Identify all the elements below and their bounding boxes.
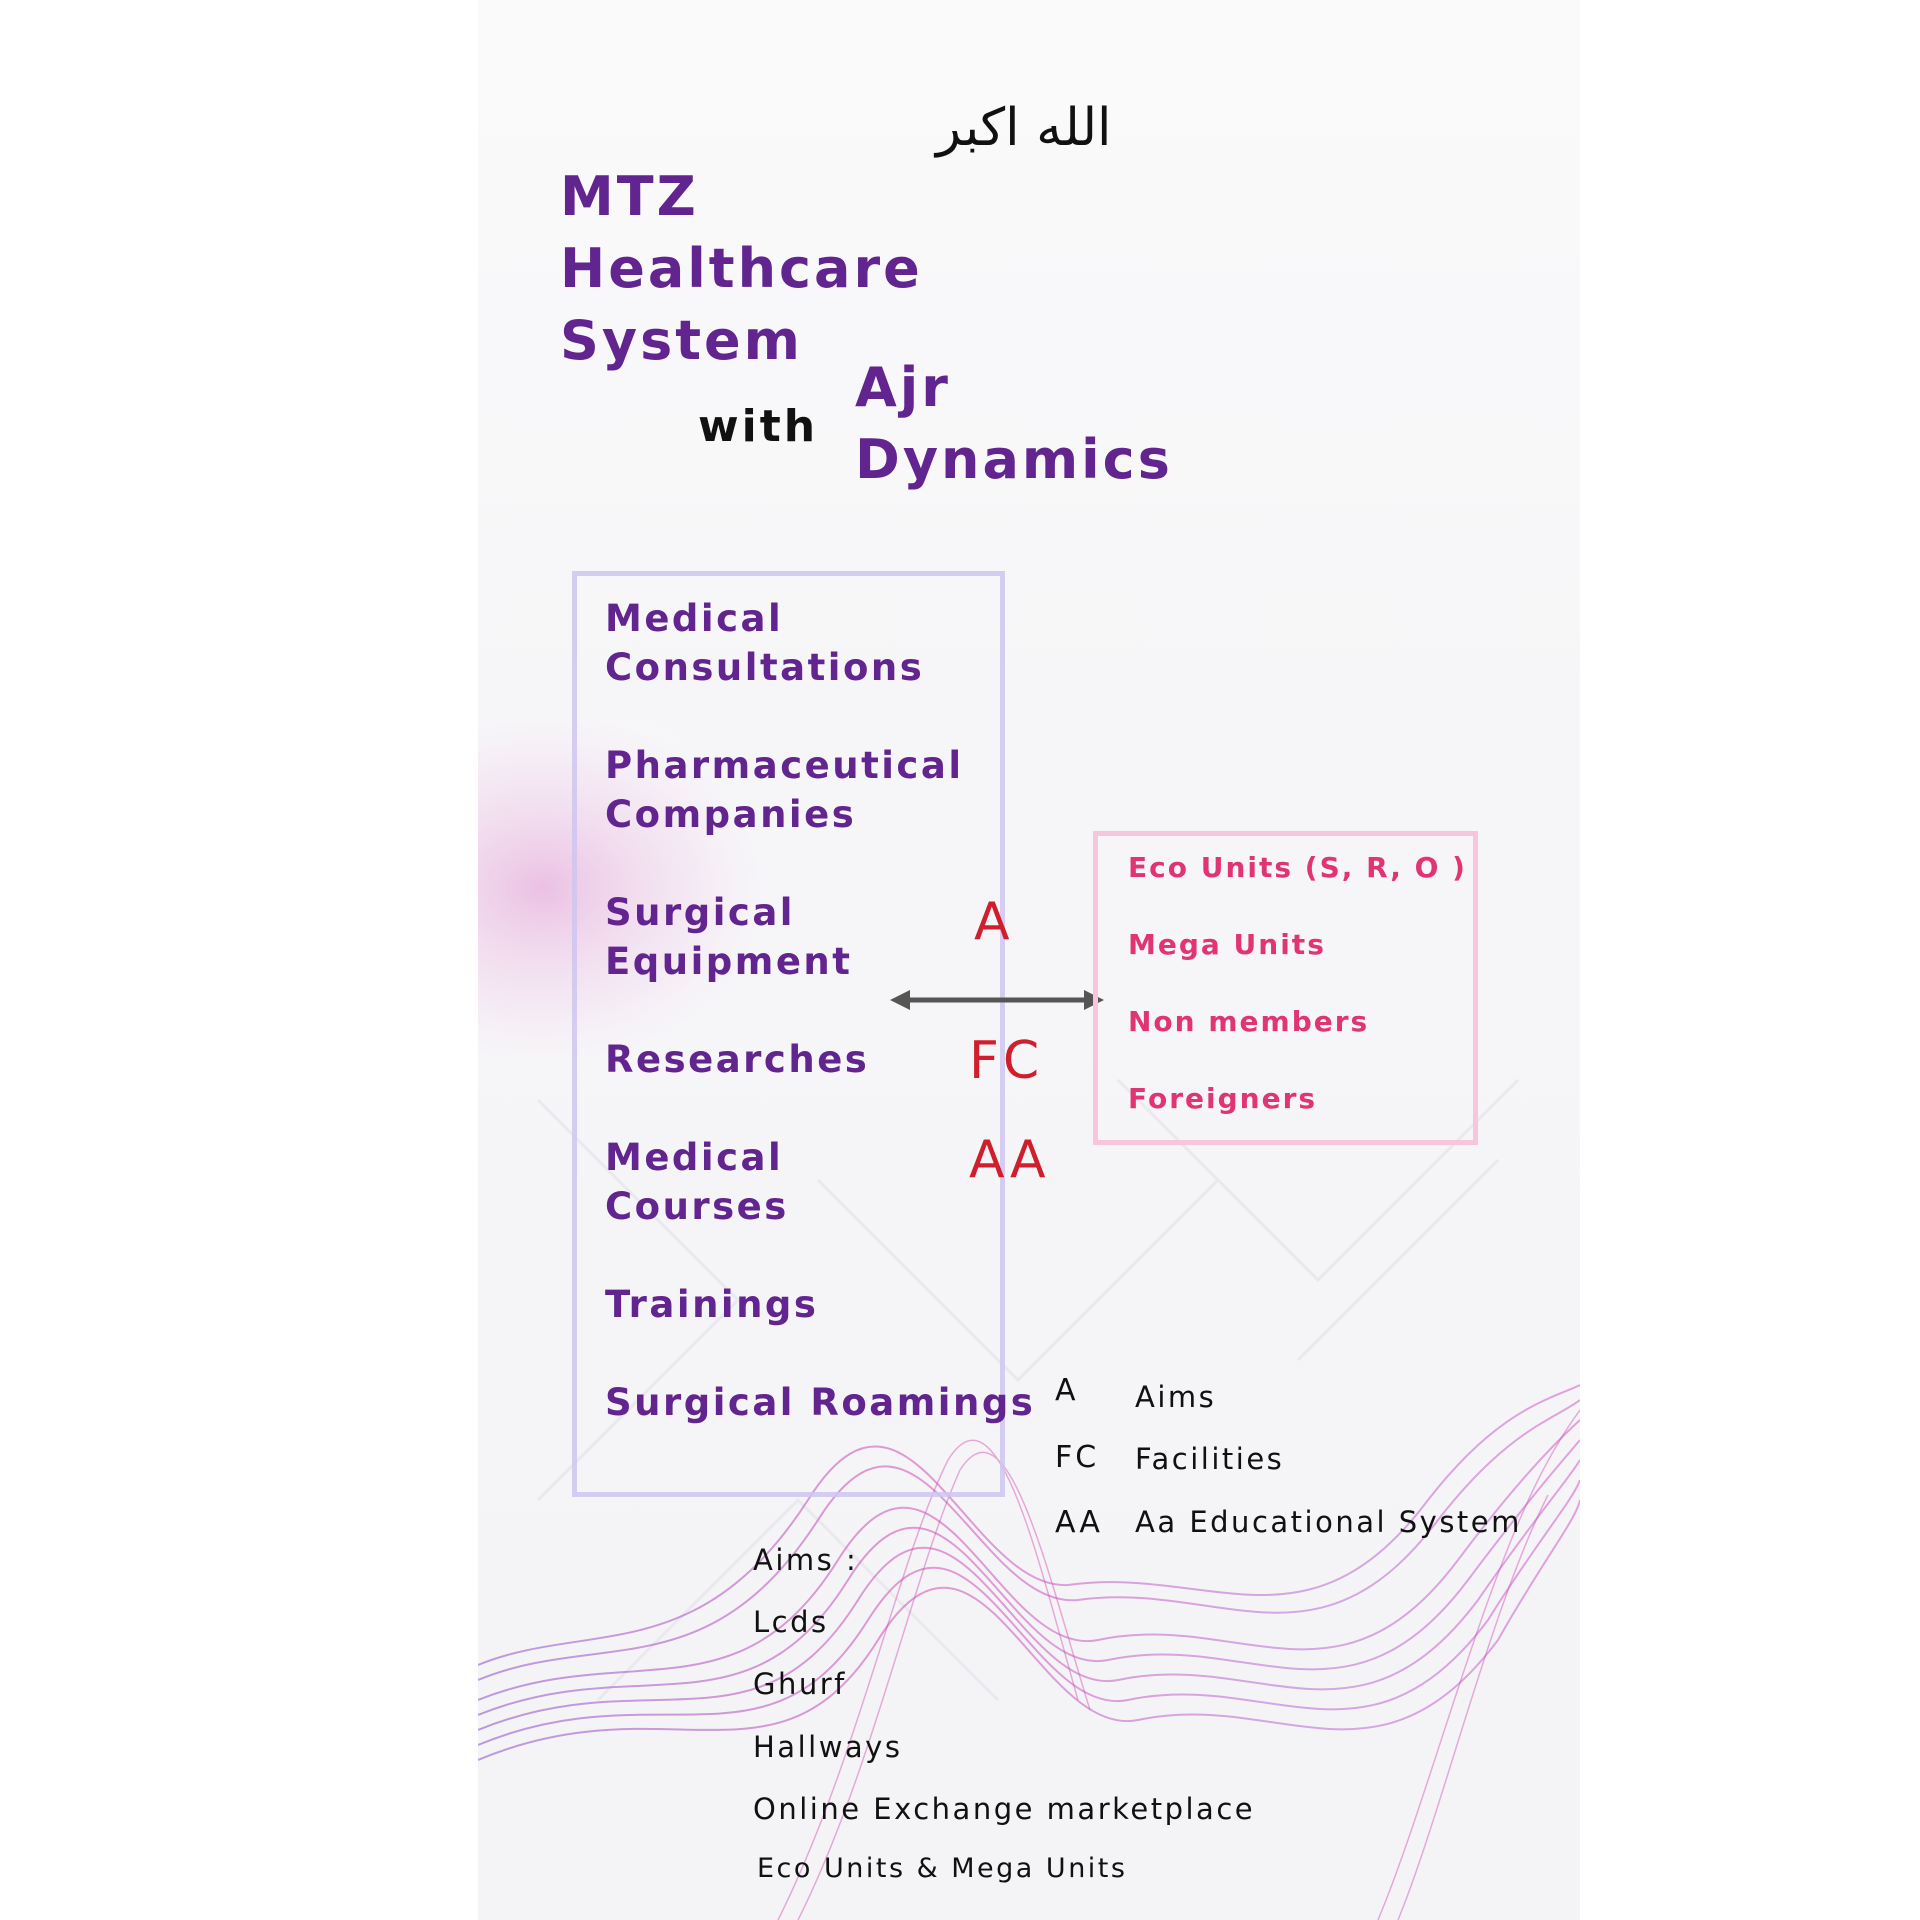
- units-box: Eco Units (S, R, O ) Mega Units Non memb…: [1093, 831, 1478, 1145]
- service-line: Surgical: [605, 891, 795, 934]
- service-line: Trainings: [605, 1283, 819, 1326]
- aims-heading: Aims :: [753, 1543, 859, 1577]
- aims-item: Hallways: [753, 1730, 903, 1764]
- aims-item: Lcds: [753, 1605, 829, 1639]
- title-line-2: Healthcare: [560, 237, 923, 300]
- unit-item: Mega Units: [1128, 928, 1326, 961]
- aims-item: Ghurf: [753, 1667, 847, 1701]
- unit-item: Foreigners: [1128, 1082, 1318, 1115]
- legend-value: Facilities: [1135, 1442, 1285, 1476]
- legend-key: FC: [1055, 1440, 1100, 1475]
- service-line: Medical: [605, 1136, 784, 1179]
- subtitle-line-2: Dynamics: [855, 428, 1173, 491]
- code-a: A: [974, 892, 1014, 952]
- service-line: Consultations: [605, 646, 925, 689]
- unit-item: Non members: [1128, 1005, 1370, 1038]
- service-item: Trainings: [605, 1280, 1045, 1329]
- service-item: Surgical Roamings: [605, 1378, 1045, 1427]
- title-line-3: System: [560, 309, 803, 372]
- service-item: Researches: [605, 1035, 1045, 1084]
- service-line: Companies: [605, 793, 857, 836]
- glow-block: [478, 720, 908, 1055]
- service-line: Equipment: [605, 940, 853, 983]
- title-line-1: MTZ: [560, 165, 699, 228]
- code-fc: FC: [969, 1031, 1044, 1091]
- service-line: Researches: [605, 1038, 870, 1081]
- poster: الله اكبر MTZ Healthcare System with Ajr…: [478, 0, 1580, 1920]
- background-decoration: [478, 720, 1580, 1920]
- service-line: Medical: [605, 597, 784, 640]
- service-item: Surgical Equipment: [605, 888, 1045, 986]
- legend-value: Aa Educational System: [1135, 1505, 1522, 1539]
- legend-key: A: [1055, 1373, 1079, 1408]
- connector-word: with: [698, 401, 819, 452]
- service-item: Medical Consultations: [605, 594, 1045, 692]
- legend-value: Aims: [1135, 1380, 1217, 1414]
- double-arrow-icon: [890, 990, 1104, 1010]
- aims-item: Online Exchange marketplace: [753, 1792, 1256, 1826]
- arabic-header: الله اكبر: [936, 98, 1112, 158]
- aims-item: Eco Units & Mega Units: [757, 1853, 1128, 1884]
- service-line: Surgical Roamings: [605, 1381, 1036, 1424]
- code-aa: AA: [969, 1130, 1050, 1190]
- legend-key: AA: [1055, 1505, 1103, 1540]
- service-line: Pharmaceutical: [605, 744, 964, 787]
- service-item: Pharmaceutical Companies: [605, 741, 1045, 839]
- service-line: Courses: [605, 1185, 789, 1228]
- services-box: Medical Consultations Pharmaceutical Com…: [572, 571, 1033, 1497]
- subtitle-line-1: Ajr: [855, 356, 951, 419]
- service-item: Medical Courses: [605, 1133, 1045, 1231]
- unit-item: Eco Units (S, R, O ): [1128, 851, 1467, 884]
